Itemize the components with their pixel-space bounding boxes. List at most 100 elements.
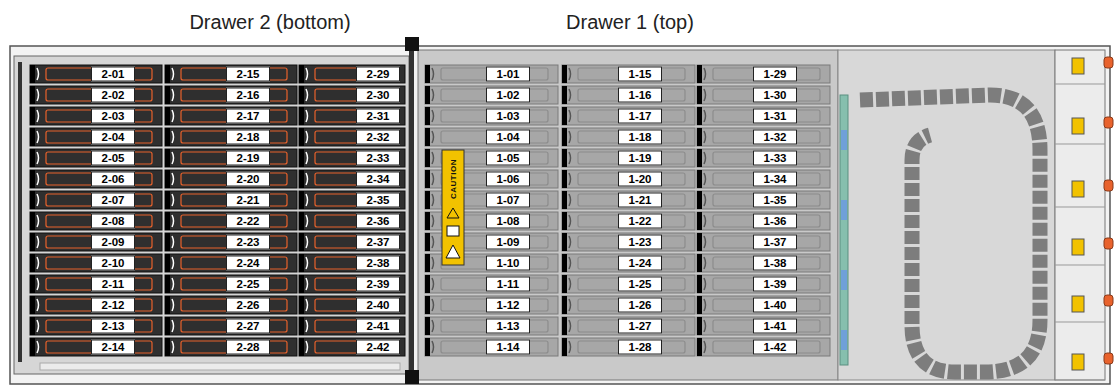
module-divider <box>1055 207 1105 208</box>
drive-latch <box>425 191 430 209</box>
drive-body <box>562 275 695 293</box>
drive-latch <box>299 191 304 209</box>
drive-slot <box>165 86 297 104</box>
drive-body <box>697 212 830 230</box>
warning-icon <box>446 245 460 258</box>
drive-latch <box>562 338 567 356</box>
drive-body <box>165 296 297 314</box>
drive-body <box>165 233 297 251</box>
drive-latch <box>697 338 702 356</box>
drive-latch <box>425 317 430 335</box>
drive-latch <box>165 212 170 230</box>
drive-latch <box>425 149 430 167</box>
drive-latch <box>299 149 304 167</box>
slot-label: 2-41 <box>356 319 400 334</box>
drive-latch <box>425 170 430 188</box>
drive-slot <box>165 254 297 272</box>
drive-slot <box>697 107 830 125</box>
drive-body <box>299 212 405 230</box>
drive-slot <box>562 65 695 83</box>
warning-sticker <box>1072 296 1084 312</box>
drive-latch-mark <box>172 131 174 143</box>
drive-body <box>30 65 162 83</box>
drive-latch-mark <box>704 110 706 122</box>
drive-latch-mark <box>37 299 39 311</box>
drive-latch-mark <box>37 131 39 143</box>
slot-label: 1-05 <box>486 151 530 166</box>
drive-body <box>697 317 830 335</box>
power-modules <box>1055 50 1105 380</box>
drive-latch <box>562 317 567 335</box>
drive-latch-mark <box>432 194 434 206</box>
slot-label: 2-24 <box>226 256 270 271</box>
drive-latch <box>165 233 170 251</box>
drive-latch <box>562 191 567 209</box>
drive-body <box>299 254 405 272</box>
slot-label: 2-18 <box>226 130 270 145</box>
drive-slot <box>697 296 830 314</box>
drive-body <box>697 170 830 188</box>
drive-body <box>165 128 297 146</box>
drive-body <box>30 212 162 230</box>
slot-label: 1-01 <box>486 67 530 82</box>
drive-slot <box>562 128 695 146</box>
drive-latch-mark <box>432 215 434 227</box>
drive-latch-mark <box>172 110 174 122</box>
drive-body <box>30 170 162 188</box>
drive-slot <box>299 212 405 230</box>
drive-latch-mark <box>704 194 706 206</box>
midplane-segment <box>841 330 847 350</box>
drive-latch <box>425 128 430 146</box>
slot-label: 2-17 <box>226 109 270 124</box>
drive-latch <box>30 317 35 335</box>
slot-label: 1-37 <box>753 235 797 250</box>
drive-latch <box>299 128 304 146</box>
drive-latch <box>697 317 702 335</box>
drive-latch-mark <box>306 257 308 269</box>
drive-latch-mark <box>704 278 706 290</box>
warning-sticker <box>1072 239 1084 255</box>
slot-label: 2-31 <box>356 109 400 124</box>
drive-latch-mark <box>569 173 571 185</box>
drive-latch-mark <box>569 215 571 227</box>
module-divider <box>1055 144 1105 145</box>
drive-latch <box>425 107 430 125</box>
drive-latch <box>697 128 702 146</box>
drive-body <box>299 149 405 167</box>
drive-latch-mark <box>37 152 39 164</box>
drive-latch-mark <box>37 278 39 290</box>
drive-latch <box>30 128 35 146</box>
drive-latch <box>165 317 170 335</box>
drive-slot <box>562 338 695 356</box>
drive-latch <box>697 170 702 188</box>
drive-latch <box>562 128 567 146</box>
drive-latch-mark <box>306 341 308 353</box>
slot-label: 2-27 <box>226 319 270 334</box>
drive-latch-mark <box>172 89 174 101</box>
drive-body <box>30 338 162 356</box>
slot-label: 1-10 <box>486 256 530 271</box>
drive-latch <box>562 149 567 167</box>
drive-latch-mark <box>569 278 571 290</box>
drive-latch-mark <box>172 320 174 332</box>
drive-body <box>697 65 830 83</box>
drive-latch <box>299 107 304 125</box>
drive-latch-mark <box>37 68 39 80</box>
drive-body <box>299 170 405 188</box>
slot-label: 1-19 <box>618 151 662 166</box>
drive-body <box>562 338 695 356</box>
drive-body <box>562 107 695 125</box>
drive-body <box>299 233 405 251</box>
drive-slot <box>299 65 405 83</box>
drive-body <box>165 191 297 209</box>
drive-latch <box>562 296 567 314</box>
drive-slot <box>697 86 830 104</box>
drive-latch <box>425 233 430 251</box>
drive-latch-mark <box>569 341 571 353</box>
release-tab <box>1104 353 1113 364</box>
drive-latch-mark <box>704 341 706 353</box>
slot-label: 1-21 <box>618 193 662 208</box>
drive-latch <box>165 170 170 188</box>
drive-latch <box>30 254 35 272</box>
slot-label: 2-03 <box>91 109 135 124</box>
